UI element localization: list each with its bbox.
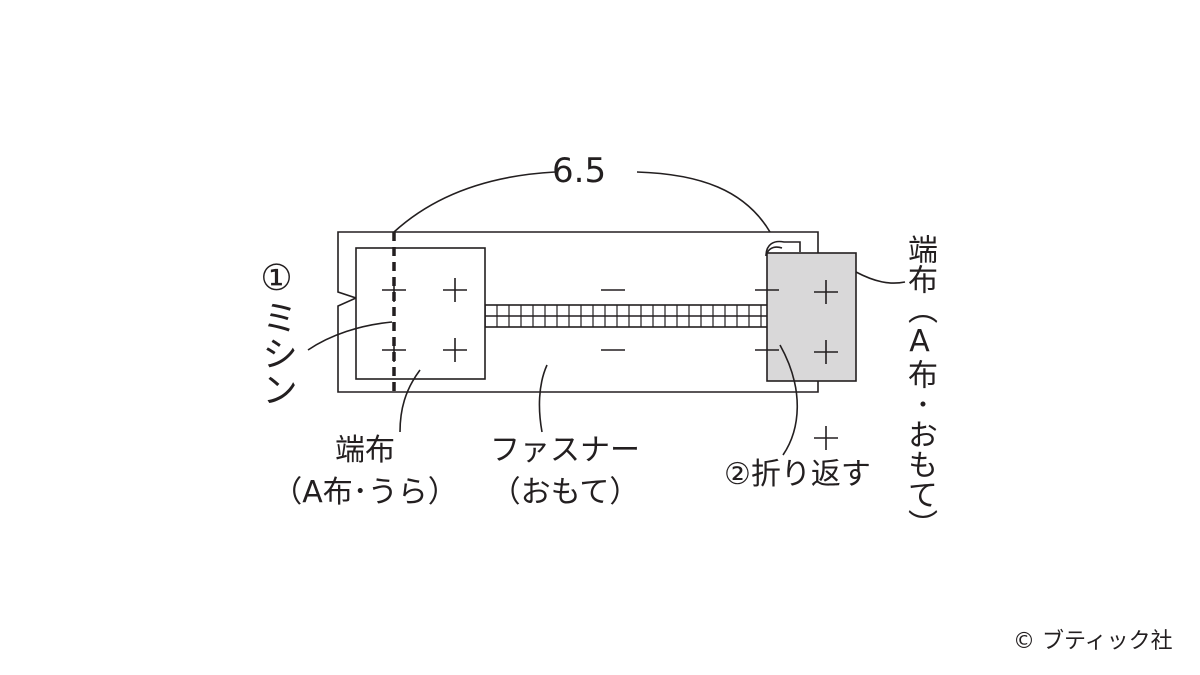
- plus-mark: [382, 278, 406, 302]
- leader-left-end: [399, 369, 421, 433]
- right-fold-edge: [766, 246, 783, 254]
- step1-sewing-label: ①ミシン: [256, 258, 297, 407]
- leader-step1: [307, 321, 393, 351]
- zipper-title: ファスナー: [490, 433, 640, 468]
- zipper-sub: （おもて）: [490, 475, 640, 510]
- leader-step2: [779, 344, 799, 456]
- side-marks: [382, 278, 838, 450]
- plus-mark: [814, 280, 838, 304]
- plus-mark: [443, 338, 467, 362]
- leader-right-end: [855, 271, 906, 284]
- zipper-teeth: [496, 305, 762, 327]
- plus-mark: [382, 338, 406, 362]
- right-end-fabric-label: 端布（A布･おもて）: [902, 234, 937, 539]
- plus-mark: [814, 426, 838, 450]
- plus-mark: [443, 278, 467, 302]
- dimension-arc-left: [393, 171, 556, 233]
- leader-zipper: [538, 364, 548, 433]
- plus-mark: [814, 340, 838, 364]
- step2-fold-label: ②折り返す: [724, 457, 871, 492]
- dimension-label: 6.5: [552, 151, 607, 191]
- zipper-label: ファスナー （おもて）: [470, 430, 660, 514]
- dimension-arc-right: [636, 171, 771, 233]
- left-end-sub: （A布･うら）: [272, 475, 458, 510]
- left-end-fabric-label: 端布 （A布･うら）: [270, 430, 460, 514]
- right-end-fabric: [766, 252, 857, 382]
- left-end-fabric: [355, 247, 486, 380]
- left-end-title: 端布: [335, 433, 395, 468]
- copyright-label: © ブティック社: [1013, 629, 1173, 654]
